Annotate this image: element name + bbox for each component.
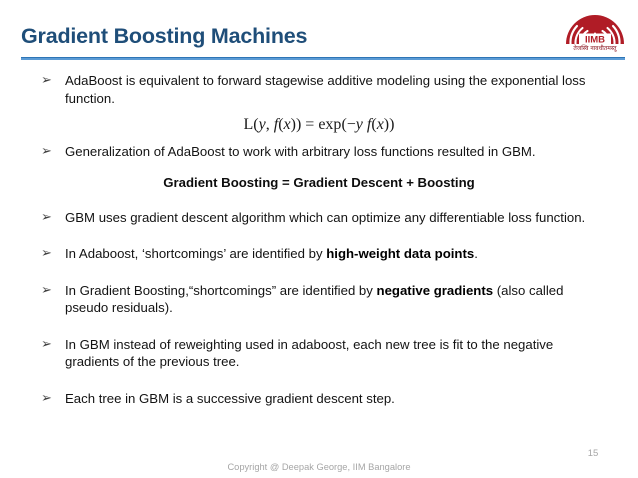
arrow-bullet-icon: ➢ (41, 209, 52, 225)
bullet-text: In GBM instead of reweighting used in ad… (65, 336, 554, 370)
bullet-emphasis: high-weight data points (326, 246, 475, 261)
page-title: Gradient Boosting Machines (21, 24, 308, 48)
iimb-logo: IIMB तेजस्वि नावधीतमस्तु (557, 4, 633, 56)
arrow-bullet-icon: ➢ (41, 336, 52, 352)
slide-body: ➢ AdaBoost is equivalent to forward stag… (0, 72, 638, 407)
page-number: 15 (587, 448, 599, 459)
bullet-emphasis: negative gradients (376, 282, 494, 298)
copyright-footer: Copyright @ Deepak George, IIM Bangalore (227, 462, 411, 472)
logo-motto: तेजस्वि नावधीतमस्तु (573, 45, 617, 52)
bullet-text: Generalization of AdaBoost to work with … (65, 144, 536, 159)
bullet-text: GBM uses gradient descent algorithm whic… (65, 209, 586, 225)
iimb-logo-icon: IIMB (566, 15, 624, 45)
bullet-text: AdaBoost is equivalent to forward stagew… (65, 73, 586, 106)
bullet-item-gbm-gradient-descent: ➢ GBM uses gradient descent algorithm wh… (0, 209, 638, 227)
bullet-item-adaboost-equivalence: ➢ AdaBoost is equivalent to forward stag… (0, 72, 638, 107)
arrow-bullet-icon: ➢ (41, 246, 52, 261)
arrow-bullet-icon: ➢ (41, 390, 52, 406)
logo-acronym: IIMB (585, 34, 605, 45)
bullet-item-successive-step: ➢ Each tree in GBM is a successive gradi… (0, 390, 638, 408)
tagline-equation: Gradient Boosting = Gradient Descent + B… (163, 174, 475, 190)
loss-function-formula: L(y, f(x)) = exp(−y f(x)) (243, 116, 395, 133)
arrow-bullet-icon: ➢ (41, 282, 52, 298)
arrow-bullet-icon: ➢ (41, 144, 52, 159)
bullet-text: Each tree in GBM is a successive gradien… (65, 390, 395, 406)
title-divider (21, 57, 625, 60)
bullet-item-gradient-boosting-shortcomings: ➢ In Gradient Boosting,“shortcomings” ar… (0, 282, 638, 317)
bullet-text: In Adaboost, ‘shortcomings’ are identifi… (65, 246, 478, 261)
arrow-bullet-icon: ➢ (41, 73, 52, 88)
bullet-text: In Gradient Boosting,“shortcomings” are … (65, 282, 564, 316)
bullet-item-generalization-gbm: ➢ Generalization of AdaBoost to work wit… (0, 143, 638, 161)
bullet-item-gbm-reweighting: ➢ In GBM instead of reweighting used in … (0, 336, 638, 371)
bullet-item-adaboost-shortcomings: ➢ In Adaboost, ‘shortcomings’ are identi… (0, 245, 638, 263)
